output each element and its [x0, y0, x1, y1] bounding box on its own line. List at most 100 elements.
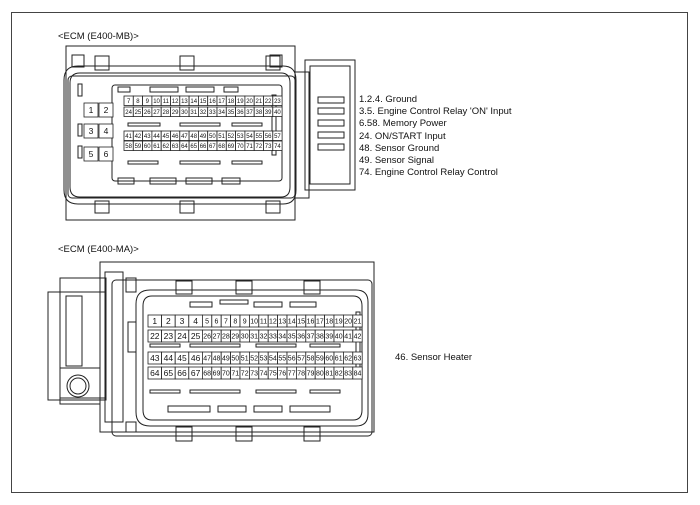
ma-pin-label: 48 [213, 356, 221, 363]
mb-pin-label: 23 [274, 99, 281, 105]
ma-pin-label: 8 [233, 319, 237, 326]
mb-pin: 24 [123, 106, 134, 117]
ma-pin: 29 [230, 329, 241, 343]
mb-pin: 5 [83, 146, 99, 162]
mb-pin-label: 1 [89, 105, 94, 115]
ma-pin: 60 [324, 351, 335, 365]
mb-pin: 17 [216, 95, 227, 106]
mb-pin-label: 57 [274, 134, 281, 140]
ma-pin: 5 [201, 314, 213, 328]
ma-pin-label: 83 [344, 371, 352, 378]
ma-pin: 19 [333, 314, 344, 328]
ma-pin: 31 [248, 329, 260, 343]
ma-pin-label: 54 [269, 356, 277, 363]
mb-pin-label: 74 [274, 144, 281, 150]
mb-pin-label: 46 [172, 134, 179, 140]
mb-pin: 49 [197, 130, 209, 141]
ma-pin-label: 47 [203, 356, 211, 363]
mb-legend-item: 3.5. Engine Control Relay 'ON' Input [359, 106, 512, 118]
ma-connector-body [47, 261, 375, 442]
ma-pin-label: 22 [150, 331, 160, 341]
ma-pin-label: 30 [241, 334, 249, 341]
ma-pin-label: 71 [231, 371, 239, 378]
mb-connector-body [63, 45, 356, 221]
mb-pin-label: 59 [135, 144, 142, 150]
mb-pin-label: 8 [136, 99, 140, 105]
ma-pin: 11 [258, 314, 269, 328]
ma-pin-label: 14 [288, 319, 296, 326]
ma-pin: 14 [286, 314, 297, 328]
ma-pin-label: 36 [297, 334, 305, 341]
mb-pin-label: 70 [237, 144, 244, 150]
ma-pin-label: 59 [316, 356, 324, 363]
ma-pin: 9 [239, 314, 250, 328]
mb-pin: 16 [207, 95, 218, 106]
mb-pin: 50 [207, 130, 218, 141]
ma-pin-label: 24 [177, 331, 187, 341]
mb-pin: 7 [123, 95, 134, 106]
ma-pin-label: 23 [164, 331, 174, 341]
mb-pin-box [272, 130, 283, 141]
mb-pin: 55 [253, 130, 264, 141]
ma-pin: 25 [188, 329, 203, 343]
mb-pin: 27 [151, 106, 162, 117]
ma-pin: 61 [333, 351, 344, 365]
diagram-frame [11, 12, 688, 493]
mb-pin: 19 [235, 95, 246, 106]
ma-pin: 58 [305, 351, 316, 365]
mb-pin-label: 30 [181, 110, 188, 116]
mb-legend-item: 6.58. Memory Power [359, 118, 447, 130]
mb-pin-label: 13 [181, 99, 188, 105]
ma-pin-label: 69 [213, 371, 221, 378]
mb-pin: 22 [263, 95, 274, 106]
ma-pin: 1 [147, 314, 163, 328]
mb-pin: 8 [132, 95, 144, 106]
ma-pin-label: 52 [250, 356, 258, 363]
mb-legend-item: 1.2.4. Ground [359, 94, 418, 105]
mb-pin: 37 [244, 106, 255, 117]
ma-pin: 10 [248, 314, 260, 328]
ma-pin: 35 [286, 329, 297, 343]
mb-pin: 64 [179, 140, 190, 151]
mb-pin-label: 17 [218, 99, 225, 105]
mb-pin: 48 [188, 130, 199, 141]
mb-pin: 13 [179, 95, 190, 106]
ma-pin: 21 [352, 314, 363, 328]
ma-pin: 45 [174, 351, 190, 365]
mb-pin: 18 [225, 95, 237, 106]
ma-pin-label: 67 [191, 368, 201, 378]
mb-pin-box [98, 123, 114, 139]
mb-pin-label: 41 [125, 134, 132, 140]
ma-pin: 81 [324, 366, 335, 380]
mb-pin-label: 40 [274, 110, 281, 116]
ma-pin-label: 62 [344, 356, 352, 363]
mb-pin: 57 [272, 130, 283, 141]
mb-pin-label: 31 [190, 110, 197, 116]
mb-pin: 38 [253, 106, 264, 117]
ma-pin: 13 [277, 314, 288, 328]
mb-pin-label: 38 [256, 110, 263, 116]
ma-pin-label: 31 [250, 334, 258, 341]
ma-pin: 74 [258, 366, 269, 380]
ma-pin: 18 [324, 314, 335, 328]
mb-pin: 39 [263, 106, 274, 117]
mb-pin-box [83, 123, 99, 139]
ma-pin-label: 53 [260, 356, 268, 363]
mb-pin-legend: 1.2.4. Ground 3.5. Engine Control Relay … [359, 94, 512, 179]
ma-pin: 2 [161, 314, 176, 328]
ma-pin: 4 [188, 314, 203, 328]
mb-pin: 21 [253, 95, 264, 106]
mb-pin: 3 [83, 123, 99, 139]
ma-pin-label: 49 [222, 356, 230, 363]
mb-pin-box [83, 102, 99, 118]
mb-pin: 62 [160, 140, 171, 151]
ma-pin: 27 [211, 329, 222, 343]
ma-pin-label: 43 [150, 353, 160, 363]
ma-pin-label: 84 [354, 371, 362, 378]
ma-pin-label: 78 [297, 371, 305, 378]
mb-pin: 52 [225, 130, 237, 141]
mb-pin: 42 [132, 130, 144, 141]
mb-pin-label: 72 [256, 144, 263, 150]
ma-pin: 79 [305, 366, 316, 380]
ma-pin: 28 [220, 329, 231, 343]
